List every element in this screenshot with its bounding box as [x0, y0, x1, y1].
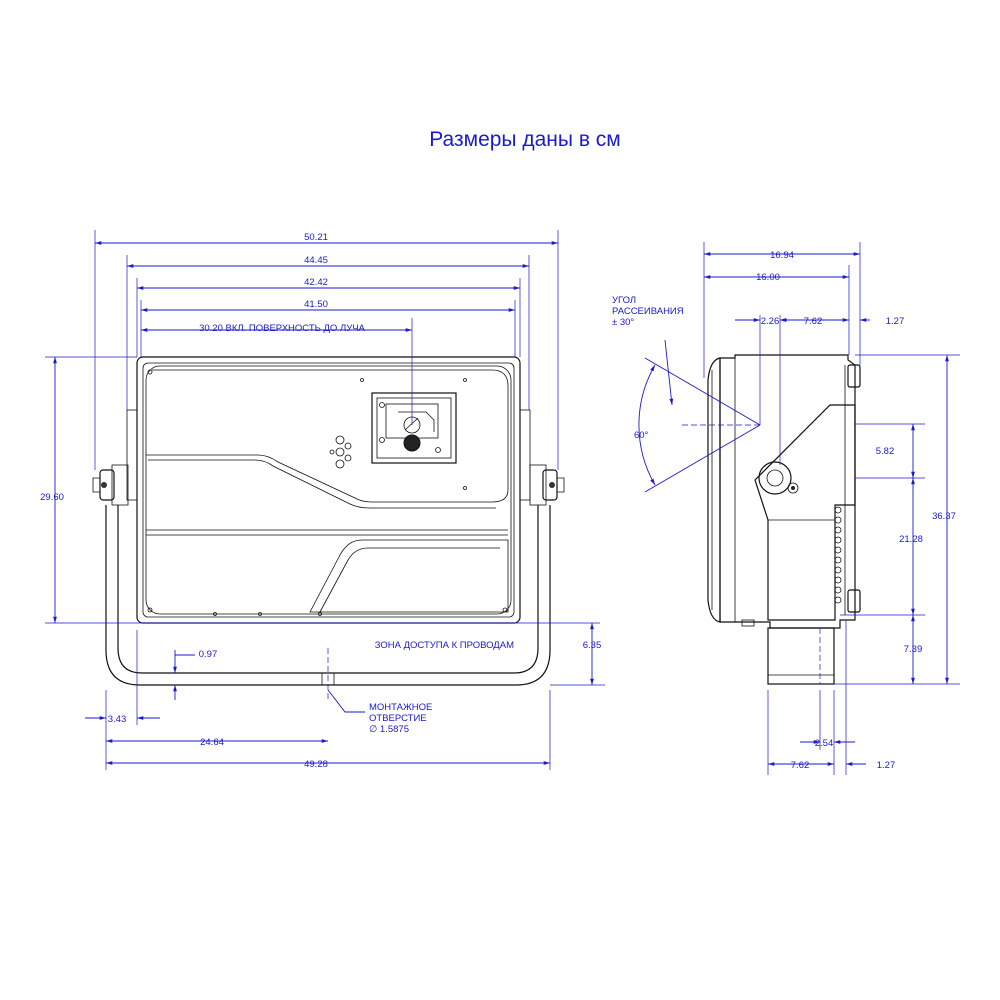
dim-36-37: 36.37	[932, 511, 956, 522]
label-mount-hole-3: ∅ 1.5875	[369, 724, 409, 735]
housing-outline	[136, 356, 521, 624]
dim-bracket-width: 49.28	[304, 759, 328, 770]
dim-beam-surface: 30.20 ВКЛ. ПОВЕРХНОСТЬ ДО ЛУЧА	[199, 323, 365, 334]
dim-5-82: 5.82	[876, 446, 895, 457]
pivot-knob	[758, 461, 792, 495]
label-mount-hole-2: ОТВЕРСТИЕ	[369, 713, 427, 724]
label-beam-angle-2: РАССЕИВАНИЯ	[612, 306, 684, 317]
label-beam-angle-3: ± 30°	[612, 317, 634, 328]
dim-21-28: 21.28	[899, 534, 923, 545]
top-gland	[847, 364, 861, 388]
dim-1-27-bottom: 1.27	[877, 760, 896, 771]
dim-half-width: 24.64	[200, 737, 224, 748]
side-base	[767, 627, 835, 685]
dim-height: 29.60	[40, 492, 64, 503]
dim-2-26: 2.26	[761, 316, 780, 327]
page-title: Размеры даны в см	[429, 128, 621, 151]
dim-overall-width: 50.21	[304, 232, 328, 243]
side-bracket	[754, 404, 856, 621]
connector-plate	[371, 392, 457, 464]
side-body	[719, 354, 856, 629]
dim-small-offset: 0.97	[199, 649, 218, 660]
dim-bracket-gap: 6.35	[583, 640, 602, 651]
dim-7-39: 7.39	[904, 644, 923, 655]
dim-left-offset: 3.43	[108, 714, 127, 725]
dim-width-3: 42.42	[304, 277, 328, 288]
dim-depth-total: 16.94	[770, 250, 794, 261]
dim-7-62-bottom: 7.62	[791, 760, 810, 771]
label-mount-hole-1: МОНТАЖНОЕ	[369, 702, 432, 713]
bottom-gland	[847, 589, 861, 613]
dim-1-27-top: 1.27	[886, 316, 905, 327]
side-view	[638, 242, 960, 775]
dim-2-54: 2.54	[815, 738, 834, 749]
lens-front	[707, 357, 721, 623]
label-beam-angle-1: УГОЛ	[612, 295, 636, 306]
label-wire-zone: ЗОНА ДОСТУПА К ПРОВОДАМ	[375, 640, 514, 651]
dim-depth-body: 16.00	[756, 272, 780, 283]
dim-width-2: 44.45	[304, 255, 328, 266]
dim-width-4: 41.50	[304, 299, 328, 310]
front-view	[45, 230, 605, 770]
label-angle-60: 60°	[634, 430, 649, 441]
dim-7-62-top: 7.62	[804, 316, 823, 327]
